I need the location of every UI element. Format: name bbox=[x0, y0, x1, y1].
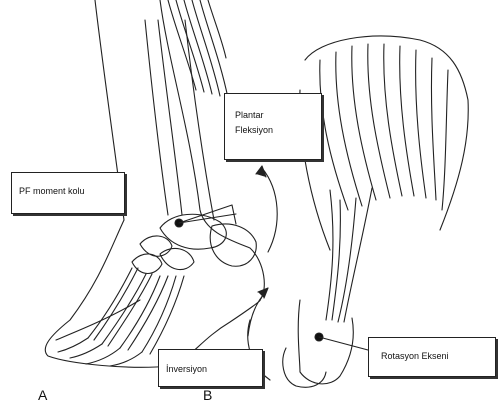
rotation-axis-line bbox=[319, 337, 368, 350]
heel-b bbox=[298, 300, 353, 384]
plantar-flexion-label-line2: Fleksiyon bbox=[235, 123, 321, 138]
calf-muscle-a bbox=[168, 0, 228, 98]
panel-label-a: A bbox=[38, 387, 47, 403]
inversion-arrow bbox=[248, 292, 266, 336]
plantar-flexion-label-line1: Plantar bbox=[235, 108, 321, 123]
foot-b-drawing bbox=[168, 0, 468, 387]
tibia-a bbox=[145, 20, 182, 215]
inversion-label-box: İnversiyon bbox=[158, 349, 263, 387]
rotation-axis-label-box: Rotasyon Ekseni bbox=[368, 337, 496, 377]
rotation-axis-label: Rotasyon Ekseni bbox=[381, 351, 449, 361]
plantar-flexion-arrow bbox=[262, 168, 277, 252]
plantar-flexion-arrow-head bbox=[256, 166, 266, 177]
calf-muscle-b bbox=[305, 36, 468, 230]
inversion-label: İnversiyon bbox=[166, 364, 207, 374]
calcaneus-a bbox=[210, 224, 256, 266]
achilles-tendon bbox=[326, 188, 372, 322]
panel-label-b: B bbox=[203, 387, 212, 403]
pf-moment-arm-label: PF moment kolu bbox=[19, 186, 85, 196]
inversion-arrow-head bbox=[258, 288, 268, 298]
plantar-flexion-label-box: Plantar Fleksiyon bbox=[224, 93, 322, 160]
pf-moment-arm-label-box: PF moment kolu bbox=[11, 172, 125, 214]
